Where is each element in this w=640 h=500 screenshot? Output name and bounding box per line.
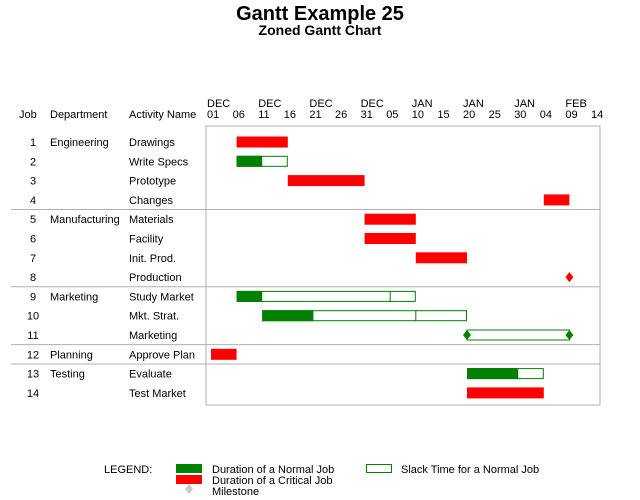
row-job-number: 7 [30,253,36,265]
row-job-number: 8 [30,272,36,284]
axis-month-label: JAN [412,98,433,110]
axis-day-label: 10 [412,109,424,121]
zone-dividers [11,209,600,365]
legend-swatch-normal [176,464,202,473]
milestone-diamond-icon [463,330,471,340]
normal-duration-bar [467,368,519,380]
chart-title: Gantt Example 25 [236,3,404,25]
axis-day-label: 26 [335,109,347,121]
milestone-diamond-icon [565,272,574,283]
column-header-activity: Activity Name [129,109,196,121]
axis-month-label: FEB [565,98,586,110]
axis-day-label: 11 [258,109,269,121]
axis-day-label: 15 [437,109,449,121]
axis-day-label: 30 [514,109,526,121]
legend-label-slack: Slack Time for a Normal Job [401,464,539,476]
row-job-number: 1 [30,137,36,149]
slack-bar [236,290,416,302]
legend-label-critical: Duration of a Critical Job [212,475,332,487]
critical-duration-bar [211,348,237,360]
row-activity-name: Prototype [129,176,176,188]
axis-month-label: DEC [309,98,332,110]
row-department: Marketing [50,291,98,303]
axis-month-label: DEC [361,98,384,110]
axis-day-label: 01 [207,109,219,121]
critical-duration-bar [364,233,416,244]
row-job-number: 12 [27,349,39,361]
critical-duration-bar [467,387,544,399]
row-activity-name: Changes [129,195,174,207]
legend-label-milestone: Milestone [212,486,259,498]
row-activity-name: Evaluate [129,369,172,381]
row-activity-name: Materials [129,214,174,226]
row-job-number: 13 [27,369,39,381]
axis-day-label: 04 [540,109,552,121]
normal-duration-bar [262,310,314,322]
row-job-number: 10 [27,311,39,323]
axis-day-label: 21 [309,109,321,121]
row-activity-name: Drawings [129,137,175,149]
axis-day-label: 31 [361,109,373,121]
axis-day-label: 05 [386,109,398,121]
row-job-number: 4 [30,195,36,207]
axis-day-label: 25 [489,109,501,121]
chart-subtitle: Zoned Gantt Chart [259,22,382,38]
critical-duration-bar [543,194,570,206]
axis-day-label: 14 [591,109,603,121]
row-activity-name: Mkt. Strat. [129,311,179,323]
legend-swatch-slack [366,464,392,473]
legend-swatch-critical [176,475,202,484]
row-activity-name: Write Specs [129,156,189,168]
row-activity-name: Init. Prod. [129,253,176,265]
row-job-number: 9 [30,291,36,303]
row-department: Testing [50,369,85,381]
normal-duration-bar [236,155,263,167]
row-job-number: 11 [27,330,38,342]
row-job-number: 5 [30,214,36,226]
row-job-number: 3 [30,176,36,188]
row-job-number: 14 [27,388,39,400]
critical-duration-bar [287,175,365,187]
legend-milestone-diamond-icon [185,484,193,494]
row-activity-name: Facility [129,234,164,246]
row-activity-name: Marketing [129,330,177,342]
axis-month-label: DEC [258,98,281,110]
task-bars [211,136,574,399]
axis-day-label: 20 [463,109,475,121]
legend-title: LEGEND: [104,464,152,476]
column-header-job: Job [19,109,37,121]
axis-day-label: 06 [233,109,245,121]
column-header-department: Department [50,109,107,121]
legend-label-normal: Duration of a Normal Job [212,464,334,476]
plot-frame [205,125,601,406]
legend: LEGEND: Duration of a Normal Job Duratio… [104,464,539,498]
axis-day-label: 16 [284,109,296,121]
row-department: Planning [50,349,93,361]
row-department: Engineering [50,137,109,149]
row-activity-name: Test Market [129,388,186,400]
row-job-number: 6 [30,234,36,246]
critical-duration-bar [364,213,416,225]
axis-month-label: JAN [514,98,535,110]
critical-duration-bar [415,252,467,264]
row-activity-name: Production [129,272,182,284]
task-rows: 1 Engineering Drawings 2 Write Specs 3 Prototy… [27,137,195,400]
row-job-number: 2 [30,156,36,168]
row-activity-name: Study Market [129,291,194,303]
axis-day-label: 09 [565,109,577,121]
normal-duration-bar [236,290,263,302]
milestone-diamond-icon [565,330,574,340]
row-department: Manufacturing [50,214,120,226]
axis-month-label: JAN [463,98,484,110]
critical-duration-bar [236,136,288,148]
slack-bar [466,329,570,341]
row-activity-name: Approve Plan [129,349,195,361]
axis-month-label: DEC [207,98,230,110]
